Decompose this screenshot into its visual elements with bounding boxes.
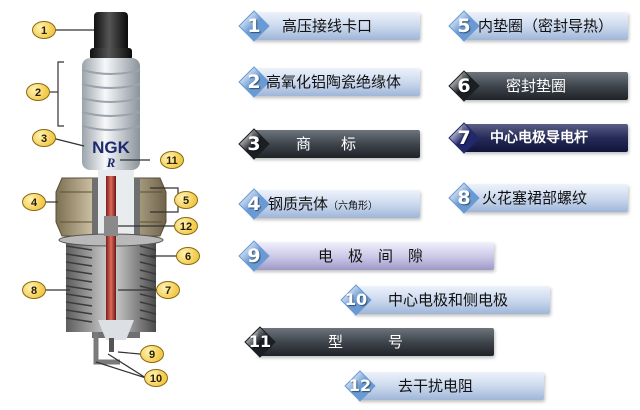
- part-label-9: 9 电 极 间 隙: [238, 240, 494, 272]
- number-diamond-icon: [238, 128, 270, 160]
- label-bar: [252, 68, 420, 96]
- part-label-1: 1 高压接线卡口: [238, 10, 420, 42]
- callout-circle-7: 7: [156, 281, 180, 299]
- callout-circle-9: 9: [140, 345, 164, 363]
- part-number: 3: [247, 133, 261, 155]
- part-label-text: 火花塞裙部螺纹: [482, 184, 587, 212]
- center-conductor-rod: [106, 176, 116, 326]
- callout-circle-5: 5: [174, 191, 198, 209]
- part-label-5: 5 内垫圈（密封导热）: [448, 10, 628, 42]
- part-label-text: 密封垫圈: [506, 72, 566, 100]
- center-electrode: [109, 338, 114, 352]
- part-name: 中心电极导电杆: [490, 130, 588, 146]
- number-diamond-icon: [238, 66, 270, 98]
- part-label-2: 2 高氧化铝陶瓷绝缘体: [238, 66, 420, 98]
- callout-circle-12: 12: [174, 217, 198, 235]
- part-label-text: 钢质壳体（六角形）: [268, 190, 378, 218]
- part-name: 密封垫圈: [506, 77, 567, 95]
- part-label-text: 高压接线卡口: [282, 12, 372, 40]
- part-label-text: 中心电极和侧电极: [388, 286, 508, 314]
- label-bar: [258, 328, 494, 356]
- label-bar: [354, 286, 550, 314]
- part-name: 中心电极和侧电极: [388, 291, 509, 309]
- number-diamond-icon: [448, 182, 480, 214]
- part-label-4: 4 钢质壳体（六角形）: [238, 188, 420, 220]
- callout-circle-10: 10: [144, 369, 168, 387]
- part-label-text: 商 标: [296, 130, 356, 158]
- part-note: （六角形）: [328, 201, 379, 212]
- part-number: 6: [457, 75, 471, 97]
- part-label-11: 11 型 号: [244, 326, 494, 358]
- part-name: 钢质壳体: [268, 195, 329, 213]
- part-name: 火花塞裙部螺纹: [482, 189, 588, 207]
- part-label-text: 电 极 间 隙: [318, 242, 423, 270]
- part-label-text: 中心电极导电杆: [490, 124, 588, 152]
- part-name: 高压接线卡口: [282, 17, 373, 35]
- label-bar: [252, 190, 420, 218]
- part-name: 内垫圈（密封导热）: [478, 17, 614, 35]
- part-label-12: 12 去干扰电阻: [344, 370, 544, 402]
- label-bar: [462, 184, 628, 212]
- callout-circle-6: 6: [176, 247, 200, 265]
- callout-circle-4: 4: [22, 193, 46, 211]
- part-label-6: 6 密封垫圈: [448, 70, 628, 102]
- part-number: 12: [348, 376, 372, 395]
- part-number: 11: [248, 332, 272, 351]
- number-diamond-icon: [448, 10, 480, 42]
- part-number: 10: [344, 290, 368, 309]
- number-diamond-icon: [238, 10, 270, 42]
- label-bar: [462, 12, 628, 40]
- part-name: 型 号: [328, 333, 404, 351]
- part-name: 高氧化铝陶瓷绝缘体: [266, 73, 402, 91]
- label-bar: [252, 12, 420, 40]
- number-diamond-icon: [448, 122, 480, 154]
- resistor: [104, 216, 118, 236]
- callout-circle-8: 8: [22, 281, 46, 299]
- number-diamond-icon: [344, 370, 376, 402]
- part-name: 去干扰电阻: [398, 377, 474, 395]
- part-name: 商 标: [296, 135, 357, 153]
- number-diamond-icon: [244, 326, 276, 358]
- number-diamond-icon: [238, 188, 270, 220]
- insulator-nose: [98, 320, 134, 340]
- part-number: 9: [247, 245, 261, 267]
- part-label-7: 7 中心电极导电杆: [448, 122, 628, 154]
- number-diamond-icon: [340, 284, 372, 316]
- part-label-8: 8 火花塞裙部螺纹: [448, 182, 628, 214]
- label-bar: [462, 72, 628, 100]
- part-label-text: 高氧化铝陶瓷绝缘体: [266, 68, 401, 96]
- callout-circle-1: 1: [32, 21, 56, 39]
- thread-lines: [65, 245, 157, 323]
- part-number: 2: [247, 71, 261, 93]
- part-name: 电 极 间 隙: [318, 247, 424, 265]
- terminal-cap: [94, 12, 128, 52]
- part-label-text: 内垫圈（密封导热）: [478, 12, 613, 40]
- part-number: 8: [457, 187, 471, 209]
- insulator-ribs: [81, 69, 141, 131]
- number-diamond-icon: [448, 70, 480, 102]
- part-number: 5: [457, 15, 471, 37]
- part-number: 7: [457, 127, 471, 149]
- leader-lines: [44, 29, 180, 379]
- terminal-nut: [90, 48, 132, 60]
- part-number: 4: [247, 193, 261, 215]
- number-diamond-icon: [238, 240, 270, 272]
- callout-circle-2: 2: [26, 83, 50, 101]
- part-number: 1: [247, 15, 261, 37]
- callout-circle-3: 3: [32, 129, 56, 147]
- label-bar: [462, 124, 628, 152]
- part-label-text: 去干扰电阻: [398, 372, 473, 400]
- part-label-10: 10 中心电极和侧电极: [340, 284, 550, 316]
- label-bar: [358, 372, 544, 400]
- part-label-3: 3 商 标: [238, 128, 420, 160]
- plug-brand-mark: R: [106, 155, 116, 170]
- label-bar: [252, 242, 494, 270]
- plug-brand-text: NGK: [92, 138, 131, 157]
- label-bar: [252, 130, 420, 158]
- callout-circle-11: 11: [160, 151, 184, 169]
- part-label-text: 型 号: [328, 328, 403, 356]
